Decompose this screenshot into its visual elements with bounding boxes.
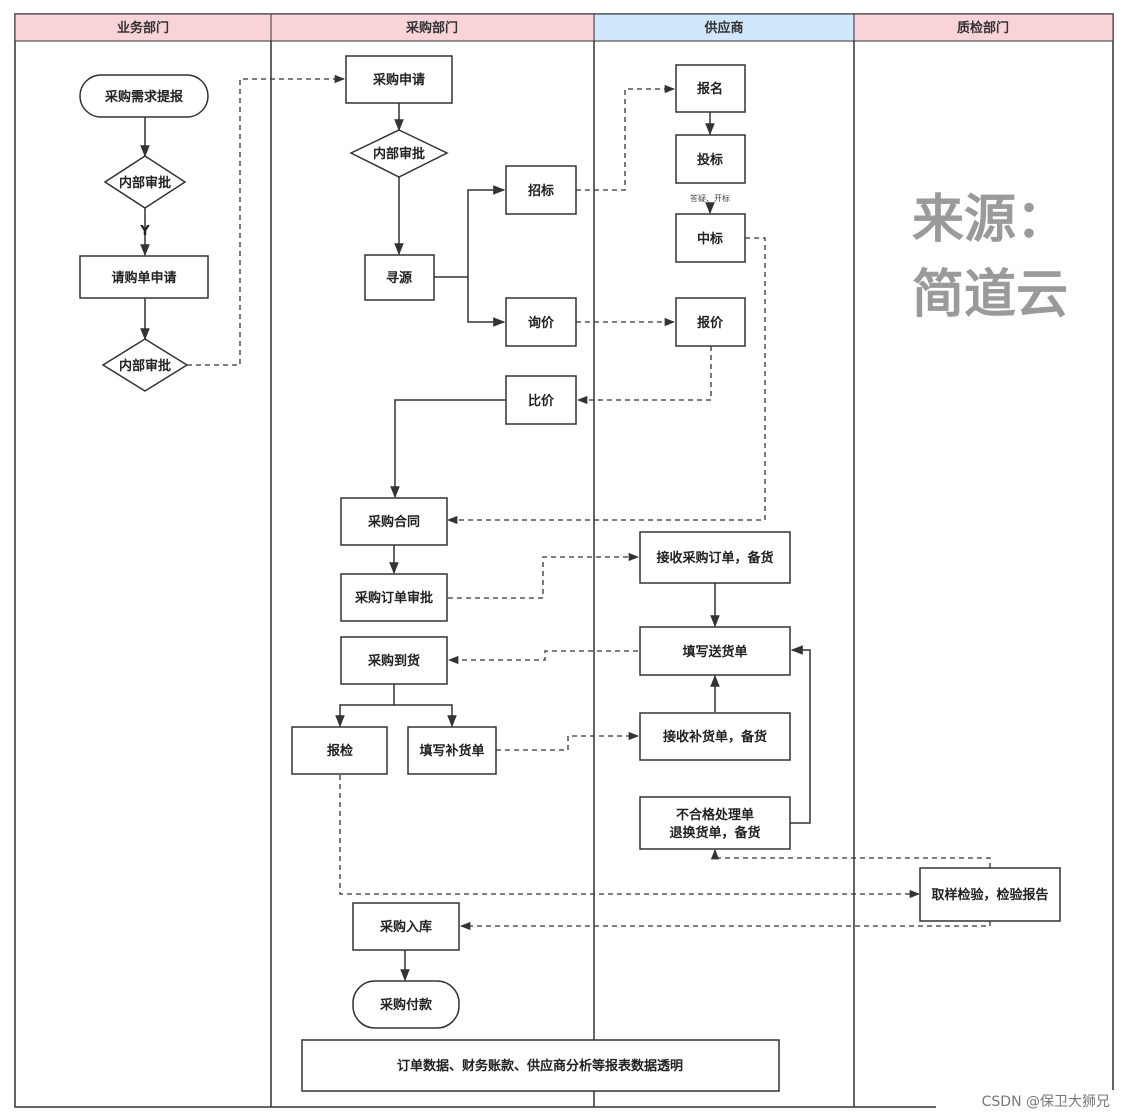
process-receive-po — [639, 531, 791, 584]
reporting-bar-label: 订单数据、财务账款、供应商分析等报表数据透明 — [397, 1058, 683, 1074]
process-receive-po-label: 接收采购订单，备货 — [656, 550, 773, 566]
process-inquiry-label: 询价 — [528, 315, 555, 331]
process-sourcing — [364, 254, 435, 301]
lane-header-business — [14, 13, 272, 42]
process-win-bid — [675, 213, 746, 263]
process-sourcing-label: 寻源 — [386, 270, 412, 286]
process-receive-replenish-label: 接收补货单，备货 — [663, 729, 767, 745]
process-bidding-label: 招标 — [528, 183, 554, 199]
watermark-line2: 简道云 — [912, 265, 1068, 325]
end-payment — [352, 980, 460, 1029]
decision-internal-approval-1-label: 内部审批 — [119, 175, 171, 191]
process-bid-submit — [675, 134, 746, 184]
process-purchase-request-label: 采购申请 — [372, 72, 425, 88]
process-sampling — [919, 867, 1061, 922]
dashed-connectors — [187, 74, 991, 931]
process-register-label: 报名 — [697, 81, 723, 97]
lane-header-purchasing — [270, 13, 595, 42]
start-req-submit — [79, 74, 209, 118]
lane-label-purchasing: 采购部门 — [405, 20, 458, 36]
process-contract — [340, 497, 448, 546]
process-bidding — [505, 165, 577, 215]
process-requisition — [79, 255, 209, 299]
start-req-submit-label: 采购需求提报 — [104, 89, 184, 105]
process-contract-label: 采购合同 — [367, 514, 420, 530]
process-bid-submit-label: 投标 — [697, 152, 723, 168]
process-inspection-request — [291, 726, 388, 775]
decision-internal-approval-3-label: 内部审批 — [373, 146, 425, 162]
end-payment-label: 采购付款 — [379, 997, 433, 1013]
process-po-approval — [340, 573, 448, 622]
decision-internal-approval-1 — [103, 155, 187, 209]
process-nonconformance-line2: 退换货单，备货 — [669, 825, 760, 841]
process-purchase-request — [345, 55, 453, 104]
lane-label-supplier: 供应商 — [703, 20, 743, 36]
process-nonconformance-line1: 不合格处理单 — [676, 807, 754, 823]
reporting-bar — [301, 1039, 780, 1092]
process-warehouse — [352, 902, 460, 951]
process-arrival-label: 采购到货 — [367, 653, 420, 669]
process-replenish-form-label: 填写补货单 — [419, 743, 484, 759]
process-replenish-form — [407, 726, 497, 775]
process-po-approval-label: 采购订单审批 — [354, 590, 433, 606]
lane-header-qc — [853, 13, 1114, 42]
process-warehouse-label: 采购入库 — [379, 919, 432, 935]
credit-backdrop — [936, 1090, 1116, 1112]
solid-connectors — [140, 103, 811, 982]
process-sampling-label: 取样检验，检验报告 — [931, 887, 1048, 903]
process-compare — [505, 375, 577, 425]
process-nonconformance — [639, 796, 791, 850]
process-quote — [675, 297, 746, 347]
process-inspection-request-label: 报检 — [327, 743, 353, 759]
process-inquiry — [505, 297, 577, 347]
process-delivery-note — [639, 626, 791, 676]
lane-label-business: 业务部门 — [117, 20, 169, 36]
credit-text: CSDN @保卫大狮兄 — [982, 1094, 1110, 1110]
decision-internal-approval-2-label: 内部审批 — [119, 358, 171, 374]
process-quote-label: 报价 — [697, 316, 724, 331]
process-arrival — [340, 636, 448, 685]
decision-internal-approval-3 — [349, 129, 449, 178]
watermark-line1: 来源： — [912, 190, 1068, 250]
process-delivery-note-label: 填写送货单 — [682, 644, 747, 660]
decision-internal-approval-2 — [101, 338, 189, 392]
process-register — [675, 64, 746, 113]
yes-label: Y — [139, 224, 150, 239]
process-win-bid-label: 中标 — [697, 231, 723, 247]
qa-open-note: 答疑、开标 — [690, 193, 730, 203]
process-requisition-label: 请购单申请 — [111, 270, 176, 286]
lane-label-qc: 质检部门 — [957, 20, 1009, 36]
process-compare-label: 比价 — [528, 393, 555, 409]
process-receive-replenish — [639, 712, 791, 761]
